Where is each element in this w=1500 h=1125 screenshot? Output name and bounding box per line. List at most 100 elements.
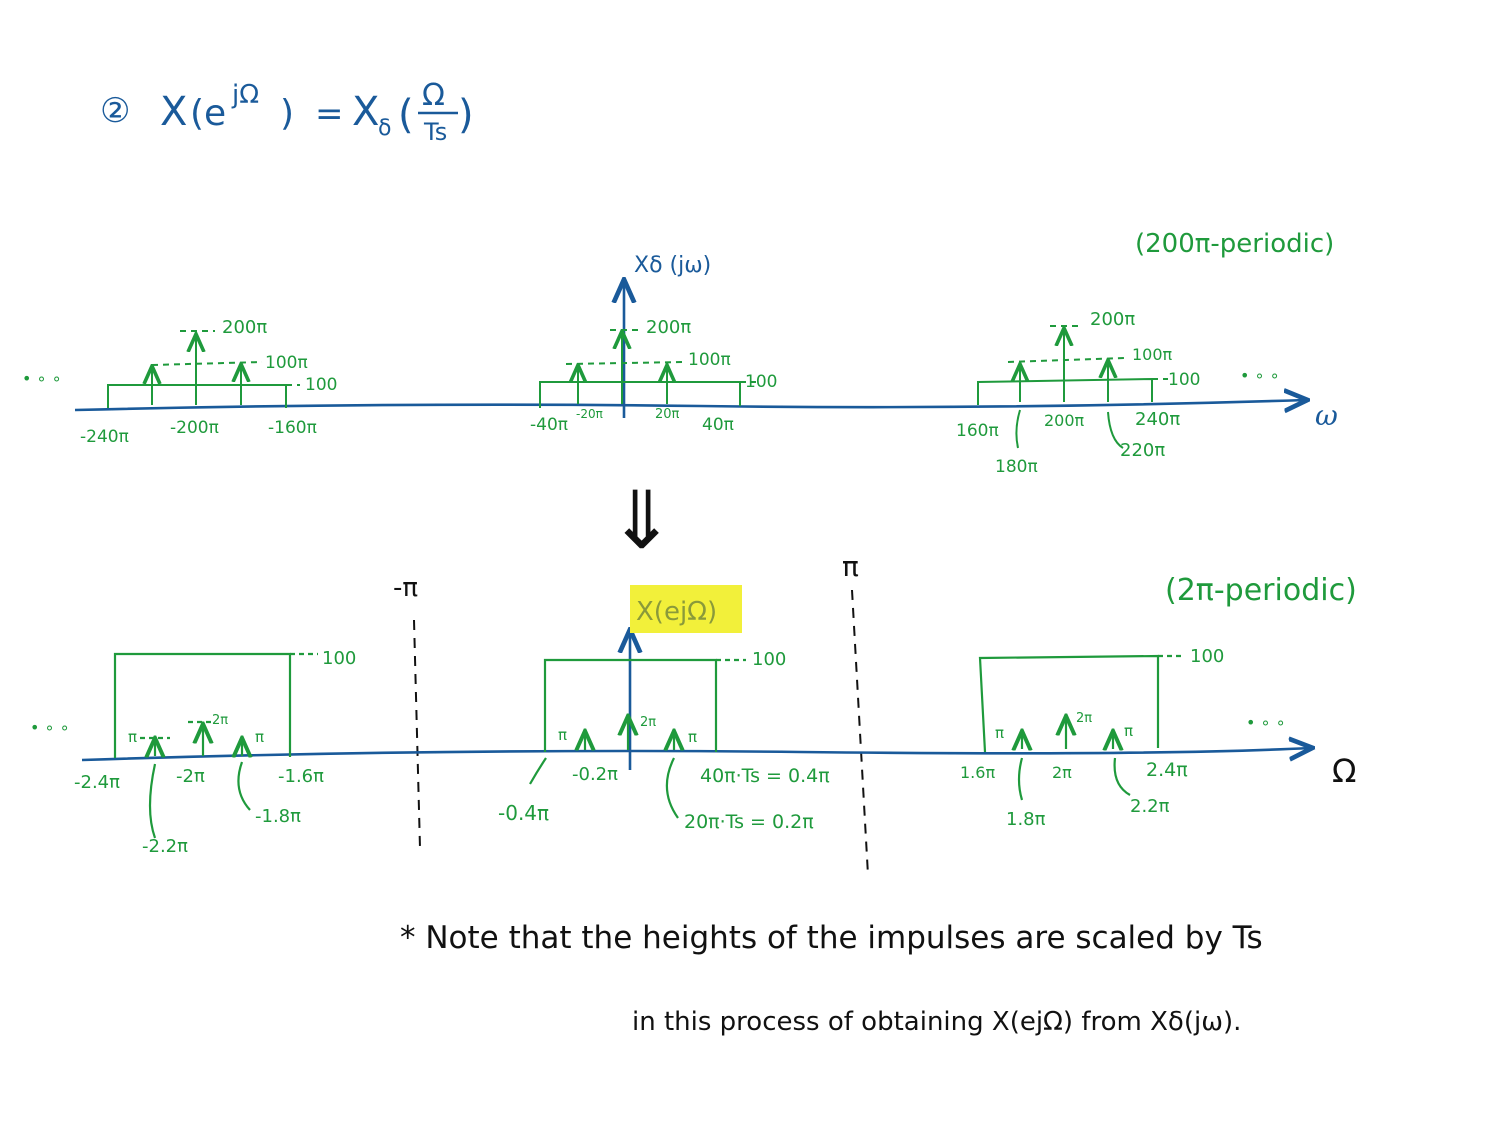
bottom-group-center [529, 658, 746, 819]
top-right-t3: 200π [1044, 411, 1085, 430]
top-periodic-note: (200π-periodic) [1135, 229, 1334, 259]
top-axis-label: Xδ (jω) [634, 253, 711, 278]
top-right-t1: 160π [956, 421, 999, 441]
bottom-right-level: 100 [1190, 646, 1224, 667]
bottom-center-t4: 20π·Ts = 0.2π [684, 811, 814, 833]
bottom-dots-right: • ∘ ∘ [1246, 713, 1286, 732]
neg-pi-label: -π [393, 573, 418, 603]
top-left-t1: -240π [80, 427, 129, 447]
bottom-group-left [113, 652, 318, 839]
bottom-left-imp2: π [255, 728, 264, 746]
title-frac-den: Ts [423, 118, 447, 146]
title-lhs-open: (e [190, 93, 226, 134]
top-right-level: 100 [1168, 370, 1200, 390]
bottom-center-level: 100 [752, 649, 786, 670]
neg-pi-line [413, 619, 421, 849]
bottom-omega-axis [81, 748, 1310, 760]
bottom-left-level: 100 [322, 648, 356, 669]
top-group-left [107, 330, 300, 408]
bottom-center-t3: 40π·Ts = 0.4π [700, 765, 830, 787]
title-lhs-sup: jΩ [231, 80, 259, 110]
top-right-mid: 100π [1132, 345, 1173, 364]
top-left-t2: -200π [170, 418, 219, 438]
bottom-right-t5: 2.4π [1146, 759, 1188, 781]
title-frac-num: Ω [422, 78, 445, 113]
bottom-dash-left [140, 652, 318, 740]
top-dash-left [151, 330, 300, 386]
top-plot: (200π-periodic) ω Xδ (jω) • ∘ ∘ • ∘ ∘ 20… [22, 229, 1338, 477]
bottom-center-imp2: π [688, 728, 697, 746]
top-left-level: 100 [305, 375, 337, 395]
top-right-t4: 220π [1120, 440, 1165, 461]
top-dots-left: • ∘ ∘ [22, 369, 62, 388]
bottom-center-imp1: π [558, 726, 567, 744]
title-rhs-open: ( [398, 92, 414, 138]
bottom-left-imp1: π [128, 728, 137, 746]
top-dots-right: • ∘ ∘ [1240, 366, 1280, 385]
pos-pi-line [851, 589, 869, 876]
title-lhs-close: ) [280, 93, 294, 134]
bottom-axis-label: X(ejΩ) [636, 597, 717, 627]
bottom-rect-center [543, 658, 718, 752]
bottom-left-t3: -2π [176, 766, 205, 787]
bottom-right-t1: 1.6π [960, 763, 995, 782]
transform-arrow: ⇓ [608, 474, 675, 567]
top-curve-180 [1015, 409, 1021, 449]
bottom-center-t2: -0.2π [572, 764, 618, 785]
bottom-group-right [978, 654, 1185, 801]
bottom-curve-center-04 [529, 757, 547, 785]
top-right-t2: 180π [995, 457, 1038, 477]
bottom-rect-right [978, 654, 1160, 753]
top-center-t2: -20π [576, 407, 603, 421]
bottom-curve-right-22 [1113, 757, 1131, 796]
bottom-left-t4: -1.8π [255, 806, 301, 827]
bottom-dots-left: • ∘ ∘ [30, 718, 70, 737]
bottom-left-peak: 2π [212, 713, 228, 728]
top-right-t5: 240π [1135, 409, 1180, 430]
note-line-2: in this process of obtaining X(ejΩ) from… [632, 1007, 1241, 1037]
top-dash-center [565, 329, 756, 383]
bottom-right-imp1: π [995, 724, 1004, 742]
top-omega-axis [74, 400, 1305, 410]
bottom-right-peak: 2π [1076, 711, 1092, 726]
title-number: ② [100, 91, 130, 131]
top-center-t4: 40π [702, 415, 734, 435]
bottom-periodic-note: (2π-periodic) [1165, 573, 1357, 608]
bottom-left-t2: -2.2π [142, 836, 188, 857]
pos-pi-label: π [842, 550, 859, 583]
top-rect-center [539, 381, 741, 408]
bottom-curve-center-02 [665, 757, 679, 819]
top-axis-var: ω [1315, 399, 1338, 432]
bottom-left-t1: -2.4π [74, 772, 120, 793]
top-right-peak: 200π [1090, 309, 1135, 330]
top-center-t1: -40π [530, 415, 568, 435]
title-rhs-close: ) [458, 92, 474, 138]
title-lhs-x: X [160, 89, 187, 135]
bottom-right-t3: 2π [1052, 763, 1072, 782]
bottom-curve-left-22 [148, 763, 157, 839]
title-rhs-sub: δ [378, 116, 391, 141]
bottom-plot: (2π-periodic) -π π Ω X(ejΩ) • ∘ ∘ • ∘ ∘ … [30, 550, 1357, 876]
top-center-t3: 20π [655, 407, 680, 422]
top-group-center [539, 329, 756, 408]
top-left-mid: 100π [265, 353, 308, 373]
bottom-curve-left-18 [237, 761, 251, 811]
bottom-left-t5: -1.6π [278, 766, 324, 787]
top-group-right [977, 325, 1168, 449]
top-left-peak: 200π [222, 317, 267, 338]
bottom-rect-left [113, 652, 292, 758]
bottom-curve-right-18 [1017, 757, 1024, 801]
bottom-right-imp2: π [1124, 722, 1133, 740]
bottom-right-t2: 1.8π [1006, 809, 1046, 830]
top-dash-right [1007, 325, 1168, 380]
bottom-axis-var: Ω [1332, 752, 1356, 790]
title-equals: = [315, 94, 344, 134]
top-center-mid: 100π [688, 350, 731, 370]
title-rhs-x: X [352, 89, 379, 135]
top-left-t3: -160π [268, 418, 317, 438]
bottom-center-t1: -0.4π [498, 801, 549, 825]
bottom-right-t4: 2.2π [1130, 796, 1170, 817]
top-curve-220 [1107, 411, 1124, 449]
title-equation: ② X (e jΩ ) = X δ ( Ω Ts ) [100, 78, 474, 146]
